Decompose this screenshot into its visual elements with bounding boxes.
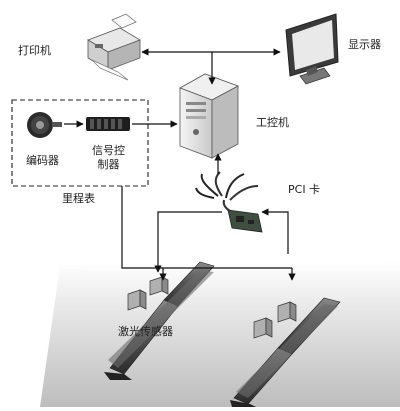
odometer-box [11, 99, 149, 187]
monitor-label: 显示器 [348, 38, 381, 51]
pci-card-icon [195, 171, 263, 233]
odometer-to-rails [121, 186, 292, 269]
signal-controller-label-line2: 制器 [97, 158, 120, 171]
rail-right [230, 297, 341, 407]
floor-surface [40, 262, 400, 407]
connection-lines [64, 48, 296, 281]
odometer-label: 里程表 [62, 192, 95, 205]
signal-controller-label-line1: 信号控 [92, 144, 125, 157]
ipc-label: 工控机 [256, 116, 289, 129]
printer-label: 打印机 [18, 44, 51, 57]
right-sensor-to-pci [261, 208, 289, 254]
laser-sensor-label: 激光传感器 [118, 325, 173, 338]
printer-icon [87, 13, 141, 81]
pci-label: PCI 卡 [288, 183, 321, 196]
signal-controller-icon [86, 117, 130, 131]
left-sensor-to-pci [154, 211, 222, 273]
industrial-pc-icon [179, 73, 239, 159]
encoder-icon [27, 112, 62, 138]
laser-sensor-right [253, 301, 297, 339]
laser-sensor-left [127, 276, 169, 311]
encoder-label: 编码器 [26, 154, 59, 167]
monitor-icon [285, 13, 339, 85]
signal-controller-label: 信号控 制器 [92, 144, 125, 172]
rail-left [104, 261, 215, 380]
